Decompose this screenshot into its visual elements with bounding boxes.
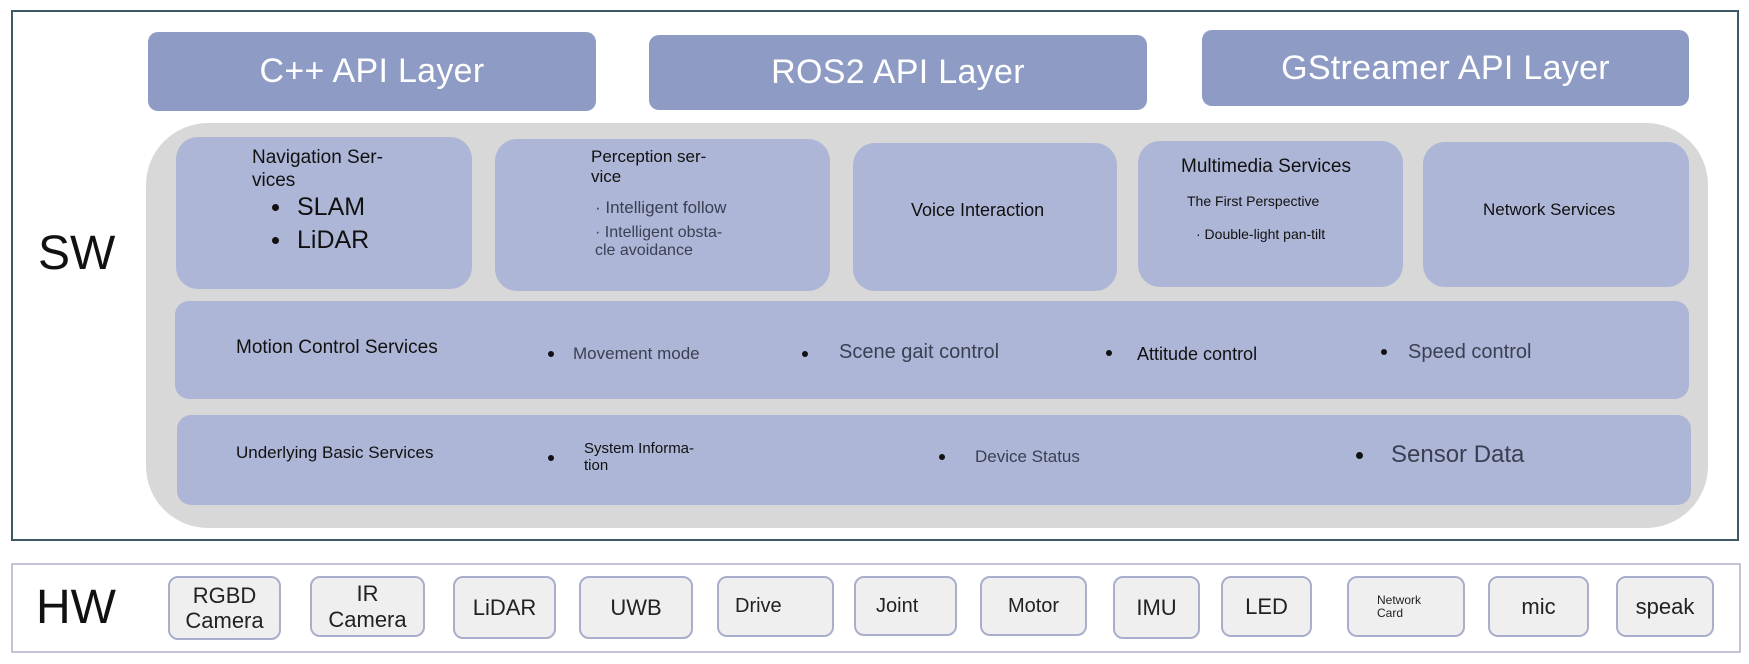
bullet-slam bbox=[272, 204, 279, 211]
motion-item-movement-mode: Movement mode bbox=[573, 344, 700, 363]
basic-item-system-info-2: tion bbox=[584, 457, 609, 474]
multimedia-item-pan-tilt: · Double-light pan-tilt bbox=[1196, 226, 1326, 242]
hw-network-card-line2: Card bbox=[1377, 605, 1404, 620]
motion-control-services-box bbox=[175, 301, 1689, 399]
voice-interaction-box bbox=[853, 143, 1117, 291]
basic-item-device-status: Device Status bbox=[975, 447, 1080, 466]
hw-imu: IMU bbox=[1113, 576, 1200, 639]
basic-services-title: Underlying Basic Services bbox=[236, 443, 434, 462]
hw-label: HW bbox=[36, 581, 116, 634]
hw-ir-camera-line1: IR bbox=[356, 581, 379, 607]
multimedia-item-first-perspective: The First Perspective bbox=[1187, 193, 1320, 209]
perception-service-title-2: vice bbox=[591, 167, 622, 186]
hw-drive: Drive bbox=[717, 576, 834, 637]
navigation-services-title-1: Navigation Ser- bbox=[252, 147, 383, 168]
hw-led: LED bbox=[1221, 576, 1312, 637]
hw-mic: mic bbox=[1488, 576, 1589, 637]
bullet-scene-gait bbox=[802, 351, 808, 357]
api-layer-gstreamer: GStreamer API Layer bbox=[1202, 30, 1689, 106]
hw-network-card-line1: Network bbox=[1377, 592, 1422, 607]
network-services-box bbox=[1423, 142, 1689, 287]
bullet-sensor-data bbox=[1356, 452, 1363, 459]
motion-item-speed: Speed control bbox=[1408, 341, 1532, 363]
perception-item-avoidance-2: cle avoidance bbox=[595, 242, 693, 259]
bullet-lidar bbox=[272, 237, 279, 244]
hardware-layer-frame bbox=[11, 563, 1741, 653]
motion-item-attitude: Attitude control bbox=[1137, 344, 1258, 364]
underlying-basic-services-box bbox=[177, 415, 1691, 505]
perception-service-box bbox=[495, 139, 830, 291]
navigation-services-box bbox=[176, 137, 472, 289]
hw-joint: Joint bbox=[854, 576, 957, 636]
bullet-system-info bbox=[548, 455, 554, 461]
nav-item-slam: SLAM bbox=[297, 193, 366, 221]
network-services-title: Network Services bbox=[1483, 200, 1616, 219]
hw-rgbd-camera-line1: RGBD bbox=[192, 582, 257, 608]
multimedia-services-title: Multimedia Services bbox=[1181, 156, 1351, 177]
bullet-device-status bbox=[939, 454, 945, 460]
api-layer-cpp: C++ API Layer bbox=[148, 32, 596, 111]
bullet-movement-mode bbox=[548, 351, 554, 357]
navigation-services-title-2: vices bbox=[252, 170, 296, 191]
hw-rgbd-camera-line2: Camera bbox=[185, 608, 264, 633]
motion-control-title: Motion Control Services bbox=[236, 337, 438, 358]
perception-item-follow: · Intelligent follow bbox=[595, 198, 727, 217]
api-layer-ros2: ROS2 API Layer bbox=[649, 35, 1147, 110]
sw-label: SW bbox=[38, 227, 116, 280]
motion-item-scene-gait: Scene gait control bbox=[839, 341, 1000, 363]
voice-interaction-title: Voice Interaction bbox=[911, 200, 1045, 220]
hw-lidar: LiDAR bbox=[453, 576, 556, 639]
perception-service-title-1: Perception ser- bbox=[591, 147, 707, 166]
hw-motor: Motor bbox=[980, 576, 1087, 636]
multimedia-services-box bbox=[1138, 141, 1403, 287]
hw-ir-camera-line2: Camera bbox=[328, 606, 407, 632]
bullet-attitude bbox=[1106, 350, 1112, 356]
hw-speak: speak bbox=[1616, 576, 1714, 637]
nav-item-lidar: LiDAR bbox=[297, 226, 370, 254]
perception-item-avoidance-1: · Intelligent obsta- bbox=[595, 224, 723, 241]
basic-item-system-info-1: System Informa- bbox=[584, 440, 695, 457]
bullet-speed bbox=[1381, 349, 1387, 355]
basic-item-sensor-data: Sensor Data bbox=[1391, 441, 1525, 468]
hw-uwb: UWB bbox=[579, 576, 693, 639]
software-layer-frame bbox=[11, 10, 1739, 541]
